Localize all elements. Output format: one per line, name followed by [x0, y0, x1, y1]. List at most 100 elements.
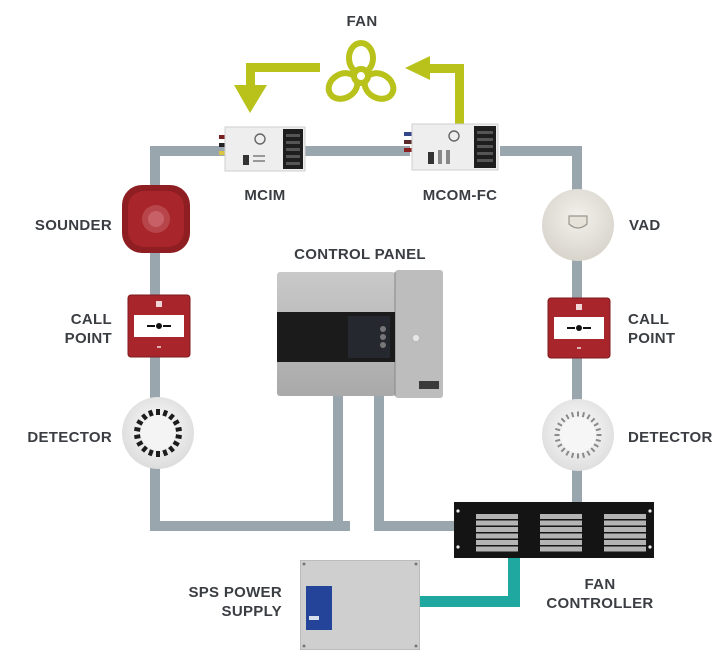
detector-vent-slot — [557, 443, 563, 448]
fan-controller-channel — [540, 527, 582, 532]
label-sps-line1: SPS POWER — [188, 584, 282, 601]
sounder-device — [122, 185, 190, 253]
power-wire-vertical — [508, 555, 520, 607]
detector-vent-slot — [134, 426, 141, 432]
detector-vent-slot — [581, 412, 586, 418]
wire-panel-right-drop — [374, 390, 384, 531]
detector-right-device — [542, 399, 614, 471]
call-point-left-device — [127, 294, 191, 358]
fan-controller-channel — [540, 540, 582, 545]
label-call-point-left: CALL POINT — [20, 310, 112, 348]
arrow-fan-to-mcim — [234, 63, 320, 113]
detector-vent-slot — [162, 409, 169, 417]
detector-vent-slot — [175, 426, 182, 432]
wire-left-top — [150, 146, 240, 156]
fan-controller-channel — [476, 533, 518, 539]
detector-vent-slot — [593, 422, 599, 427]
detector-vent-slot — [570, 452, 575, 458]
detector-vent-slot — [590, 417, 596, 423]
fan-controller-channel — [476, 514, 518, 519]
detector-vent-slot — [595, 427, 601, 432]
detector-vent-slot — [565, 450, 570, 456]
detector-vent-slot — [565, 414, 570, 420]
detector-vent-slot — [136, 440, 144, 447]
fan-controller-channel — [604, 540, 646, 545]
detector-vent-slot — [156, 451, 160, 457]
detector-vent-slot — [586, 414, 591, 420]
detector-left-device — [122, 397, 194, 469]
fan-controller-channel — [476, 527, 518, 532]
power-wire-horizontal — [418, 596, 520, 607]
sps-power-supply-device — [300, 560, 420, 650]
detector-vent-slot — [168, 413, 175, 421]
fan-controller-channel — [604, 514, 646, 519]
detector-vent-slot — [590, 447, 596, 453]
control-panel-device — [277, 270, 443, 398]
detector-vent-slot — [168, 445, 175, 453]
vad-device — [542, 189, 614, 261]
label-fan-controller-line1: FAN — [584, 576, 616, 593]
fan-controller-channel — [476, 546, 518, 552]
detector-vent-slot — [162, 449, 169, 457]
label-call-point-left-line2: POINT — [64, 330, 112, 347]
label-call-point-right-line1: CALL — [628, 311, 670, 328]
label-fan-controller: FAN CONTROLLER — [540, 575, 660, 613]
wire-panel-left-drop — [333, 390, 343, 531]
label-vad: VAD — [629, 217, 661, 234]
detector-vent-slot — [141, 413, 148, 421]
detector-vent-slot — [172, 419, 180, 426]
detector-vent-slot — [557, 422, 563, 427]
label-call-point-right: CALL POINT — [628, 310, 708, 348]
label-call-point-right-line2: POINT — [628, 330, 676, 347]
fan-controller-device — [454, 502, 654, 558]
fan-controller-channel — [476, 520, 518, 526]
label-sps-line2: SUPPLY — [221, 603, 282, 620]
detector-vent-slot — [577, 411, 579, 417]
detector-vent-slot — [596, 434, 602, 436]
label-mcom-fc: MCOM-FC — [422, 187, 498, 204]
wire-panel-to-controller — [374, 521, 464, 531]
mcom-fc-module — [404, 123, 499, 171]
wire-right-top — [500, 146, 580, 156]
call-point-right-device — [547, 297, 611, 359]
detector-vent-slot — [156, 409, 160, 415]
label-fan-controller-line2: CONTROLLER — [546, 595, 654, 612]
label-detector-right: DETECTOR — [628, 429, 713, 446]
detector-vent-slot — [175, 434, 182, 440]
fan-controller-channel — [604, 533, 646, 539]
wire-bottom-left — [150, 521, 350, 531]
detector-vent-slot — [147, 409, 154, 417]
detector-vent-slot — [136, 419, 144, 426]
fan-controller-channel — [604, 520, 646, 526]
label-sps-power-supply: SPS POWER SUPPLY — [170, 583, 282, 621]
label-call-point-left-line1: CALL — [70, 311, 112, 328]
label-fan: FAN — [346, 13, 378, 30]
detector-vent-slot — [586, 450, 591, 456]
fan-controller-channel — [540, 520, 582, 526]
detector-vent-slot — [134, 434, 141, 440]
label-control-panel: CONTROL PANEL — [294, 246, 426, 263]
fan-controller-channel — [540, 514, 582, 519]
detector-vent-slot — [147, 449, 154, 457]
detector-vent-slot — [555, 427, 561, 432]
fan-controller-channel — [476, 540, 518, 545]
detector-vent-slot — [593, 443, 599, 448]
mcim-module — [219, 126, 306, 172]
detector-vent-slot — [172, 440, 180, 447]
label-sounder: SOUNDER — [34, 217, 112, 234]
detector-vent-slot — [560, 447, 566, 453]
detector-vent-slot — [555, 438, 561, 443]
fan-icon — [325, 40, 397, 102]
detector-vent-slot — [577, 453, 579, 459]
fan-controller-channel — [604, 546, 646, 552]
fan-controller-channel — [540, 546, 582, 552]
detector-vent-slot — [595, 438, 601, 443]
detector-vent-slot — [141, 445, 148, 453]
detector-vent-slot — [554, 434, 560, 436]
wire-top-middle — [300, 146, 410, 156]
detector-vent-slot — [570, 412, 575, 418]
label-detector-left: DETECTOR — [27, 429, 112, 446]
fan-controller-channel — [604, 527, 646, 532]
